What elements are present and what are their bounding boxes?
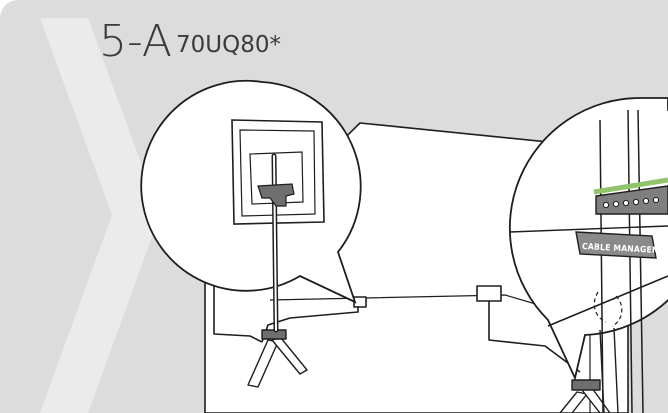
- stand-clip-right: [571, 379, 601, 391]
- cable-bundle: [599, 327, 619, 413]
- cable-management-strap: [575, 231, 657, 259]
- callout-right-cable-strap: CABLE MANAGEMENT: [508, 97, 668, 413]
- rear-label-plate: [476, 285, 502, 302]
- tv-stand-left: [247, 329, 308, 388]
- step-number: 5-A: [99, 16, 173, 67]
- cable-route-right: [488, 301, 581, 373]
- cable-ring-holes: [602, 196, 660, 209]
- cable-path-dashed: [593, 291, 623, 327]
- cable-route-outer: [213, 272, 263, 343]
- step-chevron-decoration: [40, 18, 160, 413]
- tv-edge-line: [509, 225, 668, 233]
- cable-clip-holder: [257, 183, 295, 207]
- callout-left-cable-clip: [140, 79, 362, 333]
- tv-bottom-edge: [547, 275, 668, 327]
- cable-ring-holder: [595, 185, 668, 215]
- cable-ring-highlight: [593, 177, 668, 195]
- model-number: 70UQ80*: [176, 32, 281, 58]
- stand-rails: [599, 109, 644, 413]
